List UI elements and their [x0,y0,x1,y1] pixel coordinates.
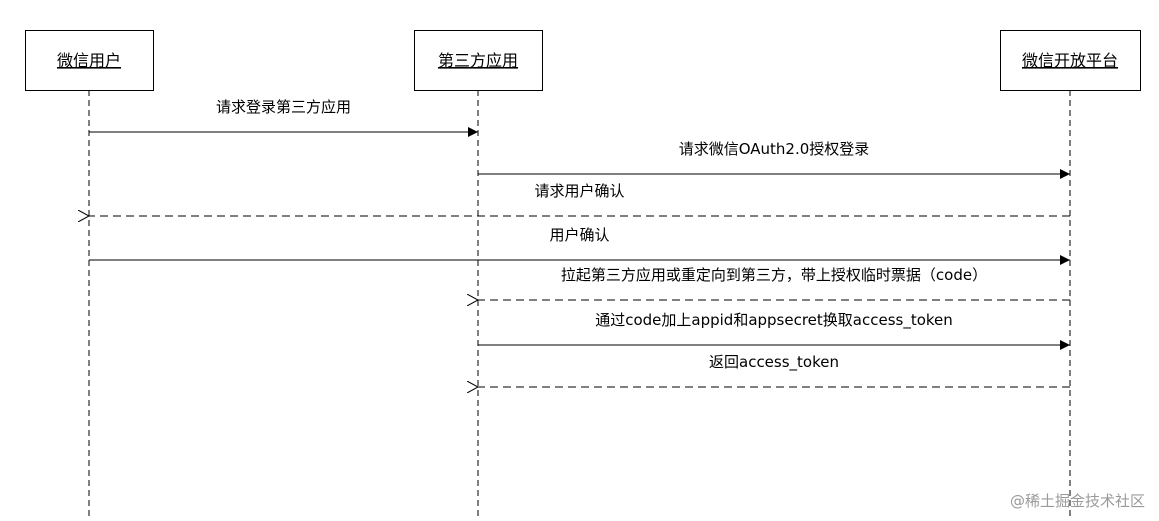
participant-label: 第三方应用 [438,51,518,70]
message-label: 拉起第三方应用或重定向到第三方，带上授权临时票据（code） [561,266,987,284]
message-5: 拉起第三方应用或重定向到第三方，带上授权临时票据（code） [478,266,1070,300]
message-2: 请求微信OAuth2.0授权登录 [478,140,1070,179]
message-4: 用户确认 [89,226,1070,265]
participant-user: 微信用户 [25,30,154,91]
message-label: 用户确认 [549,226,609,244]
participant-box [1000,30,1141,91]
message-3: 请求用户确认 [89,182,1070,216]
participant-label: 微信开放平台 [1022,51,1118,70]
participant-label: 微信用户 [57,51,121,70]
message-1: 请求登录第三方应用 [89,98,478,137]
message-label: 返回access_token [709,353,839,372]
message-label: 请求用户确认 [534,182,624,200]
message-7: 返回access_token [478,353,1070,387]
watermark: @稀土掘金技术社区 [1009,492,1145,510]
message-6: 通过code加上appid和appsecret换取access_token [478,311,1070,350]
message-label: 请求微信OAuth2.0授权登录 [679,140,870,158]
message-label: 请求登录第三方应用 [216,98,351,116]
participant-app: 第三方应用 [414,30,543,91]
participant-box [25,30,154,91]
participant-box [414,30,543,91]
message-label: 通过code加上appid和appsecret换取access_token [595,311,953,330]
participant-platform: 微信开放平台 [1000,30,1141,91]
